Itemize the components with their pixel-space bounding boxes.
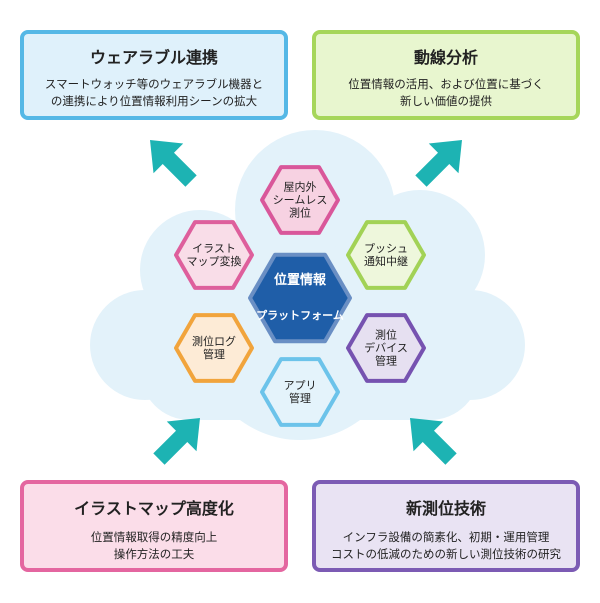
- arrow-down-right-icon: [410, 418, 457, 465]
- hex-seamless-label: 屋内外 シームレス 測位: [272, 180, 328, 220]
- flow-analysis-title: 動線分析: [413, 48, 478, 67]
- arrow-up-left-icon: [150, 140, 197, 187]
- arrow-down-left-icon: [153, 418, 200, 465]
- hex-log-management: [174, 313, 254, 383]
- hex-push-notification: [346, 220, 426, 290]
- hex-seamless-positioning: [260, 165, 340, 235]
- hex-center-label: 位置情報 プラットフォーム: [250, 254, 350, 342]
- wearable-integration-desc: スマートウォッチ等のウェアラブル機器と の連携により位置情報利用シーンの拡大: [44, 77, 264, 108]
- hex-push-label: プッシュ 通知中継: [364, 242, 408, 268]
- center-label-line1: 位置情報: [273, 273, 326, 288]
- wearable-integration-box: ウェアラブル連携 スマートウォッチ等のウェアラブル機器と の連携により位置情報利…: [20, 30, 288, 120]
- flow-analysis-box: 動線分析 位置情報の活用、および位置に基づく 新しい価値の提供: [312, 30, 580, 120]
- illustration-map-desc: 位置情報取得の精度向上 操作方法の工夫: [90, 530, 218, 561]
- hex-illustration-map: [174, 220, 254, 290]
- new-positioning-tech-box: 新測位技術 インフラ設備の簡素化、初期・運用管理 コストの低減のための新しい測位…: [312, 480, 580, 572]
- new-positioning-tech-desc: インフラ設備の簡素化、初期・運用管理 コストの低減のための新しい測位技術の研究: [331, 530, 561, 561]
- hex-log-label: 測位ログ 管理: [192, 335, 236, 361]
- hex-device-label: 測位 デバイス 管理: [364, 328, 408, 368]
- arrow-up-right-icon: [415, 140, 462, 187]
- flow-analysis-desc: 位置情報の活用、および位置に基づく 新しい価値の提供: [348, 77, 544, 108]
- hex-app-label: アプリ 管理: [283, 379, 317, 405]
- hex-illust-label: イラスト マップ変換: [186, 242, 242, 268]
- illustration-map-box: イラストマップ高度化 位置情報取得の精度向上 操作方法の工夫: [20, 480, 288, 572]
- center-label-line2: プラットフォーム: [256, 309, 344, 322]
- hex-app-management: [260, 357, 340, 427]
- wearable-integration-title: ウェアラブル連携: [89, 48, 218, 67]
- hex-device-management: [346, 313, 426, 383]
- new-positioning-tech-title: 新測位技術: [405, 499, 486, 518]
- illustration-map-title: イラストマップ高度化: [74, 499, 234, 518]
- hex-center-platform: [248, 252, 352, 344]
